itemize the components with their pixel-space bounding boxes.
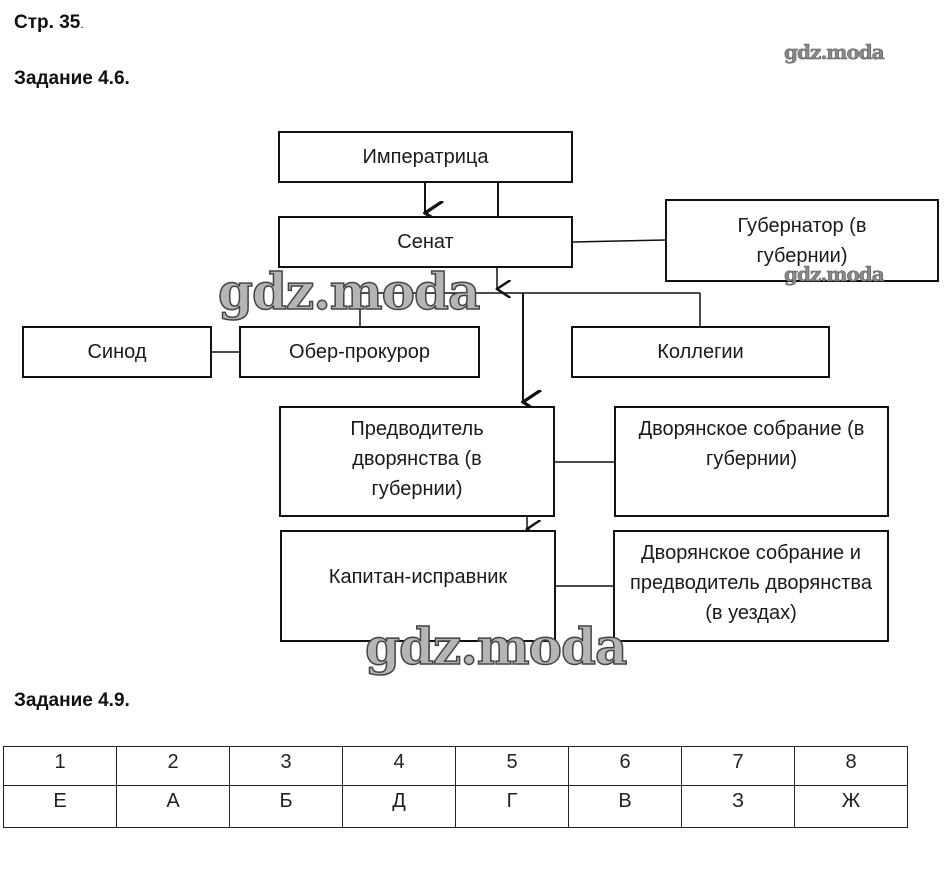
node-synod-label: Синод bbox=[87, 341, 147, 363]
node-empress-label: Императрица bbox=[362, 146, 489, 168]
answer-number-cell: 8 bbox=[794, 746, 908, 786]
page-number-text: Стр. 35 bbox=[14, 12, 81, 33]
page-number: Стр. 35. bbox=[14, 12, 84, 34]
edge-senate-governor bbox=[571, 239, 667, 243]
answer-letter-cell: З bbox=[681, 785, 795, 828]
page-number-suffix: . bbox=[80, 17, 84, 31]
node-collegia-label: Коллегии bbox=[657, 341, 744, 363]
node-noble-assembly-uezd: Дворянское собрание и предводитель дворя… bbox=[613, 530, 889, 642]
watermark: gdz.moda bbox=[217, 261, 481, 322]
answer-number-cell: 3 bbox=[229, 746, 343, 786]
answer-table: 1 2 3 4 5 6 7 8 Е А Б Д Г В З Ж bbox=[3, 746, 908, 828]
answer-letter-cell: Д bbox=[342, 785, 456, 828]
watermark: gdz.moda bbox=[784, 40, 885, 65]
answer-letter-cell: Б bbox=[229, 785, 343, 828]
node-ober-procurator-label: Обер-прокурор bbox=[289, 341, 430, 363]
answer-letter-cell: А bbox=[116, 785, 230, 828]
task-4-9-title: Задание 4.9. bbox=[14, 690, 130, 711]
answer-number-cell: 6 bbox=[568, 746, 682, 786]
answer-number-cell: 4 bbox=[342, 746, 456, 786]
node-senate: Сенат bbox=[278, 216, 573, 268]
watermark: gdz.moda bbox=[364, 616, 628, 677]
node-captain-ispravnik-label: Капитан-исправник bbox=[328, 566, 508, 588]
answer-number-cell: 5 bbox=[455, 746, 569, 786]
answer-letter-cell: Е bbox=[3, 785, 117, 828]
node-noble-assembly-province-label: Дворянское собрание (в губернии) bbox=[638, 418, 865, 470]
answer-letter-cell: Г bbox=[455, 785, 569, 828]
node-ober-procurator: Обер-прокурор bbox=[239, 326, 480, 378]
answer-table-row-numbers: 1 2 3 4 5 6 7 8 bbox=[3, 746, 908, 786]
node-marshal-province-label: Предводитель дворянства (в губернии) bbox=[350, 418, 484, 500]
node-captain-ispravnik: Капитан-исправник bbox=[280, 530, 556, 642]
answer-number-cell: 1 bbox=[3, 746, 117, 786]
node-governor-label: Губернатор (в губернии) bbox=[737, 214, 867, 267]
answer-number-cell: 2 bbox=[116, 746, 230, 786]
answer-number-cell: 7 bbox=[681, 746, 795, 786]
node-collegia: Коллегии bbox=[571, 326, 830, 378]
answer-table-row-letters: Е А Б Д Г В З Ж bbox=[3, 785, 908, 828]
node-senate-label: Сенат bbox=[397, 231, 454, 253]
node-noble-assembly-uezd-label: Дворянское собрание и предводитель дворя… bbox=[630, 542, 872, 624]
node-marshal-province: Предводитель дворянства (в губернии) bbox=[279, 406, 555, 517]
node-noble-assembly-province: Дворянское собрание (в губернии) bbox=[614, 406, 889, 517]
watermark: gdz.moda bbox=[784, 262, 885, 287]
node-empress: Императрица bbox=[278, 131, 573, 183]
task-4-6-title: Задание 4.6. bbox=[14, 68, 130, 89]
answer-letter-cell: Ж bbox=[794, 785, 908, 828]
answer-letter-cell: В bbox=[568, 785, 682, 828]
node-synod: Синод bbox=[22, 326, 212, 378]
node-governor: Губернатор (в губернии) bbox=[665, 199, 939, 282]
